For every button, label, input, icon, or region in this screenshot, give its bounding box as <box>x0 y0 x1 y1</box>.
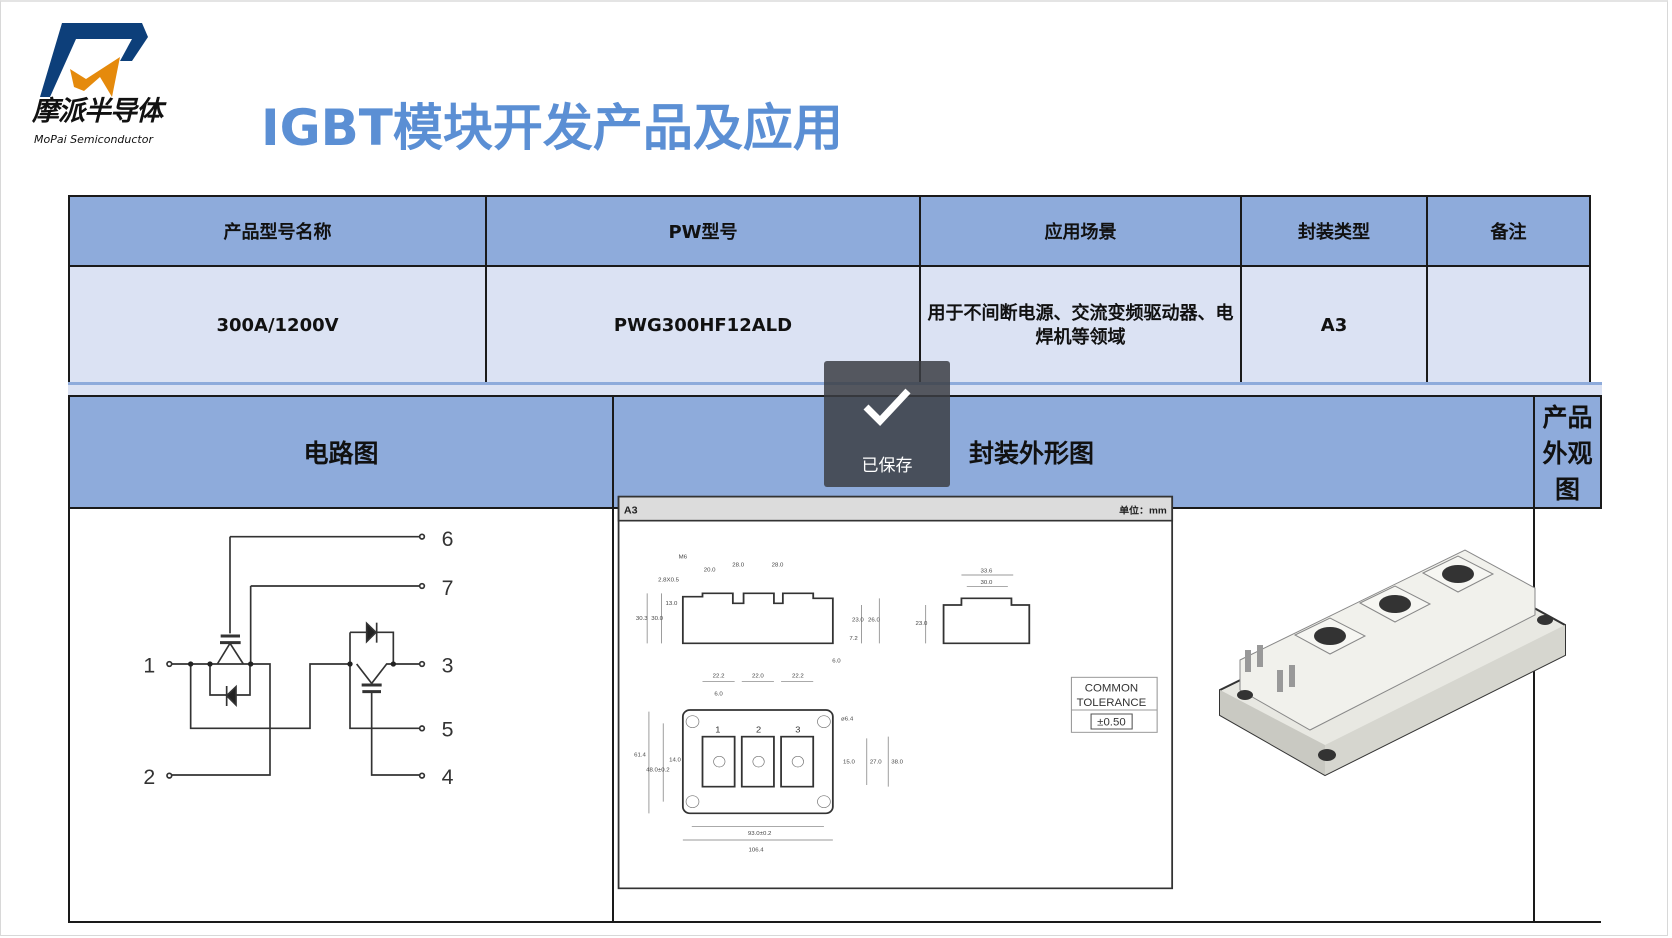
dim-label: 26.0 <box>868 618 881 624</box>
dim-label: 30.3 <box>636 616 648 622</box>
pin-label-6: 6 <box>442 527 454 551</box>
cell-package-type: A3 <box>1240 265 1428 386</box>
header-application: 应用场景 <box>919 195 1242 267</box>
cell-product-name: 300A/1200V <box>68 265 487 386</box>
tolerance-value: ±0.50 <box>1097 717 1126 729</box>
tolerance-title-2: TOLERANCE <box>1077 697 1147 709</box>
dim-label: M6 <box>679 554 687 560</box>
cell-remarks <box>1426 265 1591 386</box>
header-remarks: 备注 <box>1426 195 1591 267</box>
dim-label: ø6.4 <box>841 717 854 723</box>
pin-label-5: 5 <box>442 718 454 742</box>
dim-label: 6.0 <box>832 659 841 665</box>
terminal-label-3: 3 <box>795 725 800 735</box>
dim-label: 6.0 <box>714 692 723 698</box>
dim-label: 38.0 <box>891 759 904 765</box>
dim-label: 61.4 <box>634 753 647 759</box>
header-package-type: 封装类型 <box>1240 195 1428 267</box>
dim-label: 28.0 <box>732 563 745 569</box>
header-circuit: 电路图 <box>68 395 614 509</box>
dim-label: 106.4 <box>748 848 764 854</box>
dim-label: 33.6 <box>981 569 993 575</box>
logo-mark <box>40 23 148 97</box>
dim-label: 20.0 <box>704 568 717 574</box>
spec-table-header: 产品型号名称 PW型号 应用场景 封装类型 备注 <box>68 195 1591 267</box>
dim-label: 23.0 <box>852 618 865 624</box>
figure-table-header: 电路图 封装外形图 产品外观图 <box>68 395 1602 509</box>
pin-label-3: 3 <box>442 654 454 678</box>
dimension-labels: M6 2.8X0.5 20.0 28.0 28.0 30.3 30.0 13.0… <box>634 554 993 853</box>
dim-label: 13.0 <box>666 601 679 607</box>
logo-chinese-name: 摩派半导体 <box>32 96 163 127</box>
dim-label: 2.8X0.5 <box>658 578 680 584</box>
dim-label: 28.0 <box>772 563 785 569</box>
dim-label: 22.2 <box>792 673 804 679</box>
outline-drawing: A3 单位：mm M6 2.8X0.5 20.0 28.0 28.0 30.3 … <box>617 495 1174 890</box>
pin-label-2: 2 <box>143 765 155 789</box>
header-pw-model: PW型号 <box>485 195 921 267</box>
terminal-label-1: 1 <box>715 725 720 735</box>
saved-toast: 已保存 <box>824 361 950 487</box>
header-outline: 封装外形图 <box>612 395 1535 509</box>
circuit-diagram: 1 2 3 4 5 6 7 <box>143 527 454 789</box>
logo-english-name: MoPai Semiconductor <box>34 133 153 146</box>
pin-label-7: 7 <box>442 576 454 600</box>
dim-label: 48.0±0.2 <box>646 768 670 774</box>
dim-label: 23.0 <box>916 621 929 627</box>
dim-label: 27.0 <box>870 759 883 765</box>
drawing-package-label: A3 <box>624 506 638 517</box>
tolerance-box: COMMON TOLERANCE ±0.50 <box>1070 676 1158 733</box>
circuit-cell <box>68 507 614 923</box>
page-title: IGBT模块开发产品及应用 <box>261 99 843 157</box>
dim-label: 22.0 <box>752 673 765 679</box>
dim-label: 22.2 <box>713 673 725 679</box>
dim-label: 15.0 <box>843 759 856 765</box>
pin-label-1: 1 <box>143 654 155 678</box>
spec-table: 产品型号名称 PW型号 应用场景 封装类型 备注 300A/1200V PWG3… <box>68 195 1591 386</box>
tolerance-title-1: COMMON <box>1085 683 1138 695</box>
header-appearance: 产品外观图 <box>1533 395 1602 509</box>
drawing-unit-label: 单位：mm <box>1119 505 1167 517</box>
dim-label: 30.0 <box>981 580 994 586</box>
header-product-name: 产品型号名称 <box>68 195 487 267</box>
check-icon <box>863 388 911 427</box>
dim-label: 7.2 <box>849 636 857 642</box>
pin-label-4: 4 <box>442 765 454 789</box>
dim-label: 30.0 <box>651 616 664 622</box>
terminal-label-2: 2 <box>756 725 761 735</box>
dim-label: 14.0 <box>669 758 682 764</box>
toast-label: 已保存 <box>861 456 913 476</box>
product-image <box>1219 549 1566 777</box>
appearance-cell <box>1533 507 1601 923</box>
cell-application: 用于不间断电源、交流变频驱动器、电焊机等领域 <box>919 265 1242 386</box>
dim-label: 93.0±0.2 <box>748 831 772 837</box>
